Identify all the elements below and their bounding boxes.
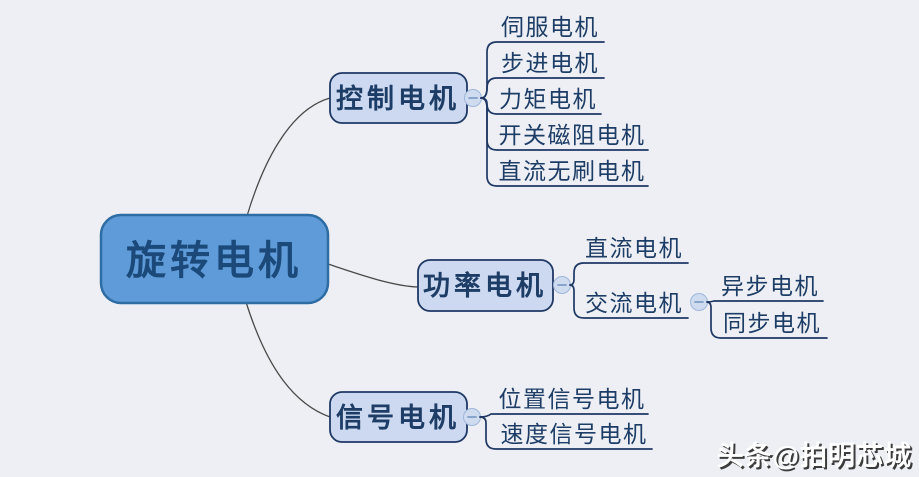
node-brushless-dc-motor[interactable]: 直流无刷电机 xyxy=(480,97,649,187)
connector-speed-signal-motor xyxy=(479,416,653,450)
power-motor-box[interactable] xyxy=(417,259,554,312)
root-node-label: 旋转电机 xyxy=(126,238,302,283)
servo-motor-label[interactable]: 伺服电机 xyxy=(501,15,599,40)
node-stepper-motor[interactable]: 步进电机 xyxy=(480,51,605,99)
node-torque-motor[interactable]: 力矩电机 xyxy=(480,87,602,115)
connector-brushless-dc-motor xyxy=(480,97,649,187)
connector-ac-motor xyxy=(569,284,689,319)
dc-motor-label[interactable]: 直流电机 xyxy=(585,236,683,261)
stepper-motor-label[interactable]: 步进电机 xyxy=(501,51,599,76)
collapse-icon-control-motor[interactable] xyxy=(464,89,482,107)
torque-motor-label[interactable]: 力矩电机 xyxy=(499,87,597,112)
connector-asynchronous-motor xyxy=(706,300,824,303)
speed-signal-motor-label[interactable]: 速度信号电机 xyxy=(501,422,648,447)
connector-dc-motor xyxy=(569,262,689,286)
asynchronous-motor-label[interactable]: 异步电机 xyxy=(721,274,819,299)
collapse-icon-ac-motor[interactable] xyxy=(690,293,708,311)
ac-motor-label[interactable]: 交流电机 xyxy=(585,291,683,316)
collapse-icon-power-motor[interactable] xyxy=(553,276,571,294)
connector-stepper-motor xyxy=(480,77,605,99)
position-signal-motor-label[interactable]: 位置信号电机 xyxy=(499,387,646,412)
root-node-box[interactable] xyxy=(99,213,330,305)
connector-synchronous-motor xyxy=(706,301,828,339)
node-rotating-motor[interactable]: 旋转电机 xyxy=(99,213,330,305)
node-speed-signal-motor[interactable]: 速度信号电机 xyxy=(479,416,653,450)
node-ac-motor[interactable]: 交流电机 xyxy=(569,284,689,319)
signal-motor-label: 信号电机 xyxy=(336,403,460,433)
collapse-icon-signal-motor[interactable] xyxy=(463,408,481,426)
connector-root-control-motor xyxy=(246,97,331,217)
watermark: 头条@拍明芯城 xyxy=(717,441,912,471)
node-asynchronous-motor[interactable]: 异步电机 xyxy=(706,274,824,303)
node-synchronous-motor[interactable]: 同步电机 xyxy=(706,301,828,339)
node-signal-motor[interactable]: 信号电机 xyxy=(329,391,468,443)
connector-root-signal-motor xyxy=(245,301,331,418)
synchronous-motor-label[interactable]: 同步电机 xyxy=(723,311,821,336)
node-control-motor[interactable]: 控制电机 xyxy=(329,72,468,124)
node-dc-motor[interactable]: 直流电机 xyxy=(569,236,689,286)
connector-root-power-motor xyxy=(327,263,419,288)
switched-reluctance-motor-label[interactable]: 开关磁阻电机 xyxy=(499,123,646,148)
watermark-shadow: 头条@拍明芯城 xyxy=(719,443,914,473)
brushless-dc-motor-label[interactable]: 直流无刷电机 xyxy=(499,159,646,184)
node-power-motor[interactable]: 功率电机 xyxy=(417,259,554,312)
control-motor-label: 控制电机 xyxy=(336,84,460,114)
power-motor-label: 功率电机 xyxy=(423,270,547,301)
